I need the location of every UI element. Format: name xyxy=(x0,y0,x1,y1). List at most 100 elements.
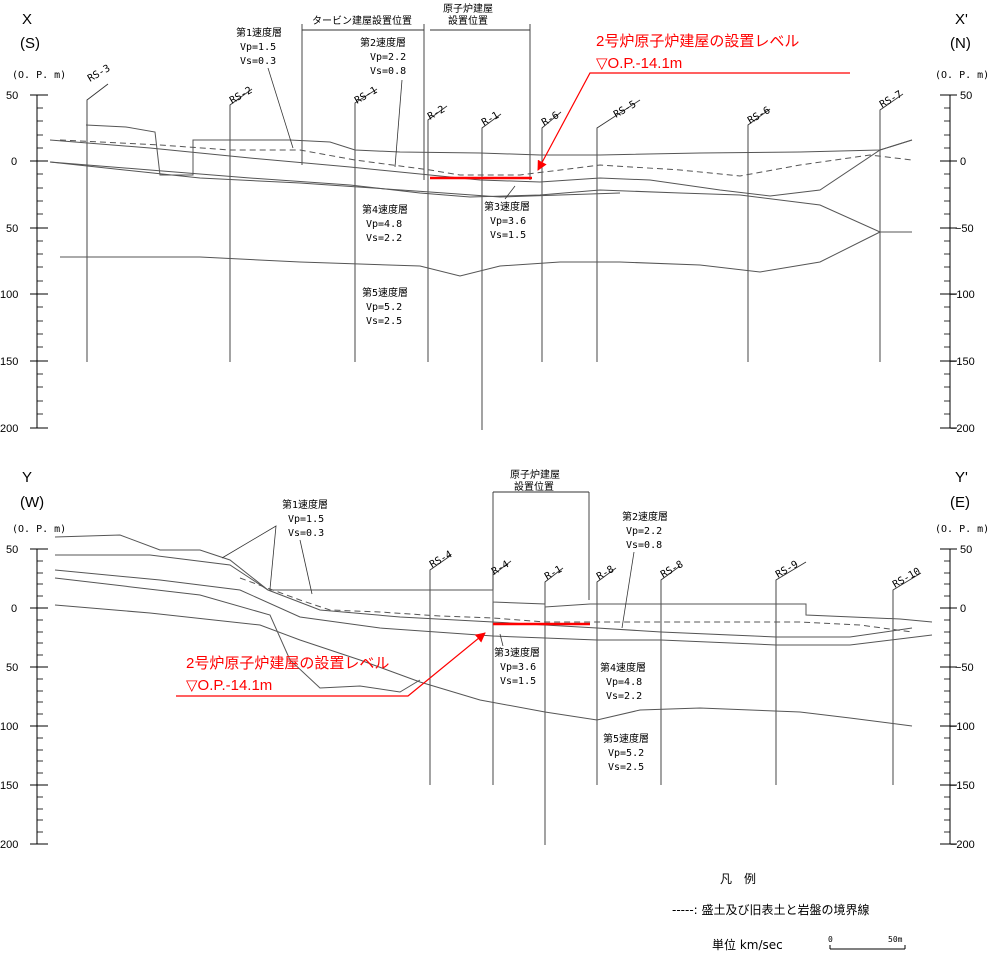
legend: 凡 例 -----: 盛土及び旧表土と岩盤の境界線 単位 km/sec 0 50… xyxy=(672,872,906,952)
svg-text:Vs=1.5: Vs=1.5 xyxy=(490,230,526,241)
legend-title: 凡 例 xyxy=(720,872,756,886)
right-unit: (O. P. m) xyxy=(935,70,988,81)
left-tick: 0 xyxy=(11,603,17,615)
fill-boundary-dashed xyxy=(59,139,913,177)
reactor-zone-label: 原子炉建屋 xyxy=(443,2,493,15)
ground-surface xyxy=(54,534,933,623)
borehole-label: RS-8 xyxy=(659,559,685,581)
svg-text:Vs=2.2: Vs=2.2 xyxy=(366,233,402,244)
left-label: X xyxy=(22,11,32,28)
borehole-lines xyxy=(429,555,922,845)
layer4-label: 第4速度層 Vp=4.8 Vs=2.2 xyxy=(600,661,646,702)
reactor-zone-label: 設置位置 xyxy=(514,480,554,493)
layer3-label: 第3速度層 Vp=3.6 Vs=1.5 xyxy=(484,200,530,241)
annotation-arrow xyxy=(537,72,850,171)
layer3-leader xyxy=(499,633,504,647)
scale-zero: 0 xyxy=(828,935,833,944)
svg-text:第2速度層: 第2速度層 xyxy=(622,510,668,523)
svg-text:Vp=5.2: Vp=5.2 xyxy=(366,302,402,313)
right-tick: 0 xyxy=(960,603,966,615)
borehole-lines xyxy=(86,83,904,430)
annotation-line2: ▽O.P.-14.1m xyxy=(186,677,272,694)
layer5-top xyxy=(54,604,913,727)
right-tick: 50 xyxy=(960,544,972,556)
right-tick: −200 xyxy=(950,423,975,435)
borehole-label: R-2 xyxy=(426,104,447,123)
reactor-zone-label: 設置位置 xyxy=(448,14,488,27)
layer3-label: 第3速度層 Vp=3.6 Vs=1.5 xyxy=(494,646,540,687)
layer2-bottom xyxy=(55,554,913,638)
svg-text:Vp=3.6: Vp=3.6 xyxy=(490,216,526,227)
scale-bar: 0 50m xyxy=(828,935,906,950)
svg-text:第4速度層: 第4速度層 xyxy=(600,661,646,674)
right-tick: −100 xyxy=(950,721,975,733)
svg-text:Vs=1.5: Vs=1.5 xyxy=(500,676,536,687)
svg-text:Vp=4.8: Vp=4.8 xyxy=(366,219,402,230)
building-zones xyxy=(492,491,590,600)
borehole-label: R-6 xyxy=(540,110,561,129)
left-tick: 150 xyxy=(0,780,18,792)
borehole-label: RS-9 xyxy=(774,559,800,581)
layer3-bottom xyxy=(49,161,912,233)
left-major-ticks xyxy=(30,548,48,845)
layer4-label: 第4速度層 Vp=4.8 Vs=2.2 xyxy=(362,203,408,244)
svg-text:第1速度層: 第1速度層 xyxy=(236,26,282,39)
right-tick: 0 xyxy=(960,156,966,168)
layer3-leader xyxy=(504,185,516,200)
right-tick: −50 xyxy=(955,662,974,674)
right-tick: −150 xyxy=(950,356,975,368)
left-tick: 50 xyxy=(6,90,18,102)
right-major-ticks xyxy=(940,548,957,845)
building-zones xyxy=(301,24,531,180)
borehole-label: RS-1 xyxy=(353,85,379,107)
fill-boundary-dashed xyxy=(239,577,913,633)
svg-text:Vp=1.5: Vp=1.5 xyxy=(240,42,276,53)
annotation-arrow xyxy=(176,632,486,697)
ground-surface xyxy=(85,124,913,176)
left-tick: 100 xyxy=(0,721,18,733)
turbine-zone-label: タービン建屋設置位置 xyxy=(312,14,412,27)
svg-text:第5速度層: 第5速度層 xyxy=(603,732,649,745)
left-tick: 150 xyxy=(0,356,18,368)
borehole-label: RS-3 xyxy=(86,63,112,85)
layer2-label: 第2速度層 Vp=2.2 Vs=0.8 xyxy=(622,510,668,551)
strata-lines xyxy=(54,534,933,727)
right-unit: (O. P. m) xyxy=(935,524,988,535)
left-unit: (O. P. m) xyxy=(12,70,66,81)
right-direction: (N) xyxy=(950,35,971,52)
right-tick: −100 xyxy=(950,289,975,301)
annotation-line1: 2号炉原子炉建屋の設置レベル xyxy=(186,655,389,672)
right-label: Y' xyxy=(955,469,968,486)
svg-text:Vp=4.8: Vp=4.8 xyxy=(606,677,642,688)
right-minor-ticks xyxy=(944,560,950,833)
svg-text:第3速度層: 第3速度層 xyxy=(494,646,540,659)
svg-text:第2速度層: 第2速度層 xyxy=(360,36,406,49)
right-tick: −150 xyxy=(950,780,975,792)
layer1-label: 第1速度層 Vp=1.5 Vs=0.3 xyxy=(282,498,328,539)
layer3-bottom xyxy=(54,569,933,646)
left-unit: (O. P. m) xyxy=(12,524,66,535)
svg-text:Vs=0.8: Vs=0.8 xyxy=(370,66,406,77)
left-tick: 50 xyxy=(6,544,18,556)
svg-text:Vs=0.8: Vs=0.8 xyxy=(626,540,662,551)
left-tick: 200 xyxy=(0,423,18,435)
svg-text:Vs=0.3: Vs=0.3 xyxy=(240,56,276,67)
right-tick: −50 xyxy=(955,223,974,235)
borehole-label: RS-2 xyxy=(228,85,254,107)
layer1-leader xyxy=(267,67,294,149)
layer1-label: 第1速度層 Vp=1.5 Vs=0.3 xyxy=(236,26,282,67)
svg-text:Vs=2.5: Vs=2.5 xyxy=(366,316,402,327)
layer2-leader xyxy=(394,79,403,168)
section-x: X (S) X' (N) (O. P. m) (O. P. m) 50 0 50… xyxy=(0,2,988,435)
svg-text:Vs=2.5: Vs=2.5 xyxy=(608,762,644,773)
right-minor-ticks xyxy=(944,107,950,415)
left-minor-ticks xyxy=(37,107,43,415)
svg-text:Vp=3.6: Vp=3.6 xyxy=(500,662,536,673)
layer5-label: 第5速度層 Vp=5.2 Vs=2.5 xyxy=(603,732,649,773)
left-tick: 100 xyxy=(0,289,18,301)
svg-text:第1速度層: 第1速度層 xyxy=(282,498,328,511)
svg-text:Vp=2.2: Vp=2.2 xyxy=(626,526,662,537)
layer2-label: 第2速度層 Vp=2.2 Vs=0.8 xyxy=(360,36,406,77)
borehole-label: RS-5 xyxy=(612,99,638,121)
